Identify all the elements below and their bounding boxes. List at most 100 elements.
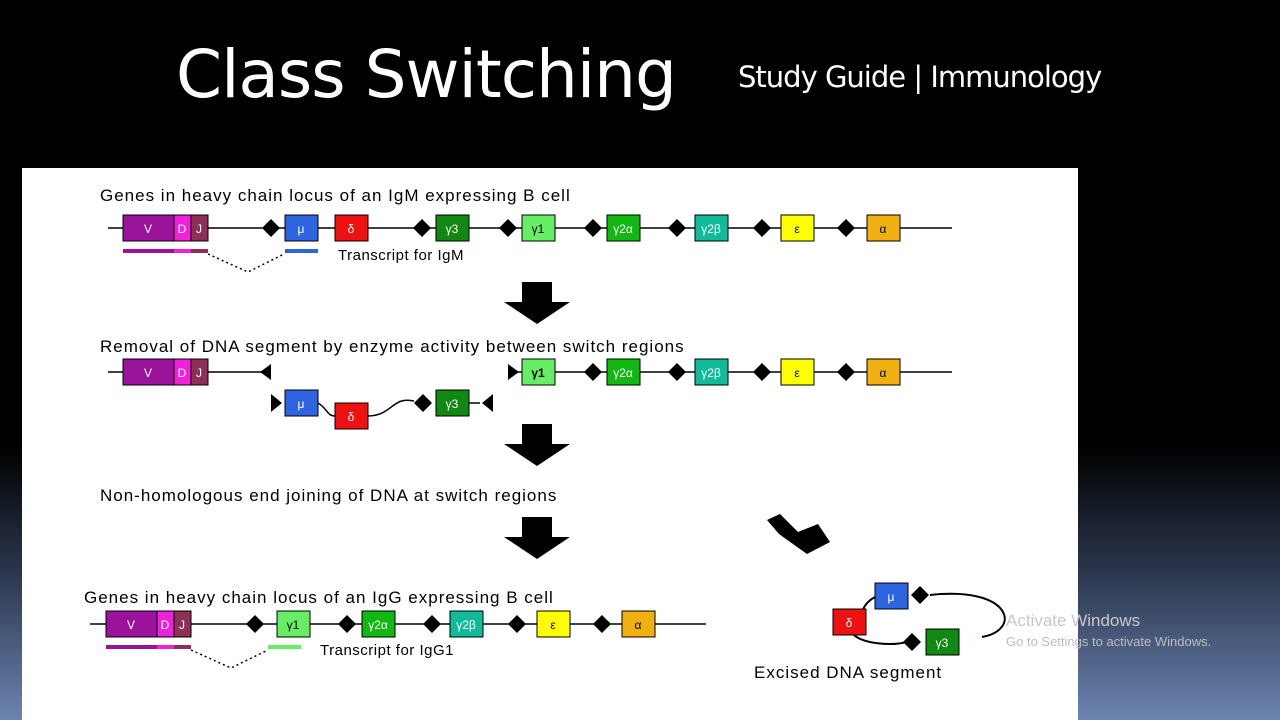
segment-delta-excised xyxy=(832,608,867,636)
cut-end-right xyxy=(508,364,519,380)
segment-epsilon xyxy=(780,214,815,242)
gene-segment xyxy=(621,610,656,638)
cut-end-mu xyxy=(271,394,282,412)
segment-label: ε xyxy=(794,366,800,380)
switch-region-marker xyxy=(837,363,855,381)
switch-region-marker xyxy=(584,363,602,381)
segment-gamma3-excising xyxy=(435,389,470,417)
slide-title: Class Switching xyxy=(176,36,677,113)
gene-segment xyxy=(866,358,901,386)
segment-label: γ2β xyxy=(456,618,476,632)
switch-region-gamma3 xyxy=(413,219,431,237)
segment-label: α xyxy=(880,366,887,380)
segment-label: δ xyxy=(846,616,853,630)
switch-region-marker xyxy=(593,615,611,633)
gene-segment xyxy=(173,610,192,638)
segment-label: μ xyxy=(888,590,895,604)
cut-end-left xyxy=(260,364,271,380)
segment-delta-label: δ xyxy=(348,222,355,236)
segment-label: α xyxy=(635,618,642,632)
segment-label: δ xyxy=(348,410,355,424)
cut-end-gamma3 xyxy=(482,394,493,412)
segment-label: γ2α xyxy=(613,366,633,380)
segment-mu-excised xyxy=(874,582,909,610)
slide-subtitle: Study Guide | Immunology xyxy=(738,60,1102,94)
segment-J xyxy=(190,214,209,242)
switch-region-marker xyxy=(508,615,526,633)
segment-mu xyxy=(284,214,319,242)
segment-label: V xyxy=(127,618,135,632)
segment-label: J xyxy=(179,618,185,632)
segment-gamma1 xyxy=(521,214,556,242)
switch-region-marker xyxy=(423,615,441,633)
class-switching-diagram: Genes in heavy chain locus of an IgM exp… xyxy=(84,186,1006,682)
switch-region-mu xyxy=(262,219,280,237)
segment-label: D xyxy=(178,366,187,380)
switch-region-gamma2b xyxy=(668,219,686,237)
segment-mu-label: μ xyxy=(298,222,305,236)
switch-region-marker xyxy=(246,615,264,633)
excised-circle-dna xyxy=(929,592,1006,638)
gene-segment xyxy=(449,610,484,638)
switch-region-marker xyxy=(414,394,432,412)
activate-windows-subtitle: Go to Settings to activate Windows. xyxy=(1006,634,1212,649)
segment-label: D xyxy=(161,618,170,632)
caption-igg-locus: Genes in heavy chain locus of an IgG exp… xyxy=(84,588,554,607)
switch-region-marker xyxy=(338,615,356,633)
gene-segment xyxy=(694,358,729,386)
caption-igm-locus: Genes in heavy chain locus of an IgM exp… xyxy=(100,186,571,205)
segment-label: V xyxy=(144,366,152,380)
switch-region-marker xyxy=(668,363,686,381)
segment-gamma3-label: γ3 xyxy=(446,222,459,236)
segment-gamma2b-label: γ2β xyxy=(701,222,721,236)
segment-label: μ xyxy=(298,397,305,411)
segment-D-label: D xyxy=(178,222,187,236)
gene-segment xyxy=(105,610,158,638)
gene-segment xyxy=(190,358,209,386)
switch-region-alpha xyxy=(837,219,855,237)
segment-label: J xyxy=(196,366,202,380)
segment-gamma3 xyxy=(435,214,470,242)
gene-segment xyxy=(606,358,641,386)
segment-delta-excising xyxy=(334,402,369,430)
activate-windows-title: Activate Windows xyxy=(1006,611,1141,630)
switch-region-gamma2a xyxy=(584,219,602,237)
segment-vdj-igm: V D J xyxy=(122,214,209,242)
gene-segment xyxy=(361,610,396,638)
segment-vdj-igg: V D J xyxy=(105,610,192,638)
segment-gamma1-igg xyxy=(276,610,311,638)
label-excised-dna: Excised DNA segment xyxy=(754,663,942,682)
arrow-diagonal xyxy=(767,514,830,554)
arrow-down-2 xyxy=(504,424,570,466)
segment-label: γ3 xyxy=(446,397,459,411)
segment-label: ε xyxy=(550,618,556,632)
label-transcript-igg1: Transcript for IgG1 xyxy=(320,642,454,659)
excised-strand-1 xyxy=(317,402,336,417)
excised-strand-2 xyxy=(367,399,415,417)
gene-segment xyxy=(780,358,815,386)
switch-region-marker xyxy=(903,633,921,651)
segment-epsilon-label: ε xyxy=(794,222,800,236)
arrow-down-3 xyxy=(504,517,570,559)
segment-label: γ2α xyxy=(368,618,388,632)
splice-line-igg xyxy=(190,649,269,669)
switch-region-marker xyxy=(911,586,929,604)
arrow-down-1 xyxy=(504,282,570,324)
splice-line-igm xyxy=(207,253,285,273)
segment-V-label: V xyxy=(144,222,152,236)
segment-vdj-removal: V D J xyxy=(122,358,209,386)
segment-label: γ1 xyxy=(287,618,300,632)
gene-segment xyxy=(536,610,571,638)
switch-region-marker xyxy=(753,363,771,381)
segment-delta xyxy=(334,214,369,242)
switch-region-gamma1 xyxy=(499,219,517,237)
segment-label: γ1 xyxy=(531,366,545,380)
caption-removal: Removal of DNA segment by enzyme activit… xyxy=(100,337,685,356)
segment-gamma1-removal xyxy=(521,358,556,386)
segment-gamma1-label: γ1 xyxy=(532,222,545,236)
segment-gamma2a-label: γ2α xyxy=(613,222,633,236)
segment-alpha xyxy=(866,214,901,242)
segment-alpha-label: α xyxy=(880,222,887,236)
switch-region-epsilon xyxy=(753,219,771,237)
segment-gamma2b xyxy=(694,214,729,242)
